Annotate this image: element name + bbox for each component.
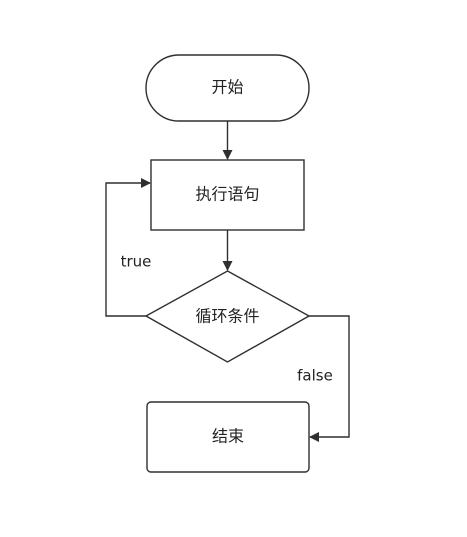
true-label: true — [121, 253, 152, 271]
condition-node: 循环条件 — [144, 270, 311, 363]
false-label: false — [297, 367, 333, 385]
start-label: 开始 — [211, 78, 243, 97]
edge-true-loop — [105, 178, 151, 317]
end-shape — [146, 401, 310, 473]
end-label: 结束 — [212, 427, 244, 446]
condition-label: 循环条件 — [195, 307, 259, 326]
execute-shape — [150, 159, 305, 231]
edge-false-exit — [309, 315, 350, 442]
execute-node: 执行语句 — [150, 159, 305, 231]
condition-shape — [144, 270, 311, 363]
end-node: 结束 — [146, 401, 310, 473]
execute-label: 执行语句 — [195, 185, 259, 204]
start-node: 开始 — [145, 54, 310, 122]
